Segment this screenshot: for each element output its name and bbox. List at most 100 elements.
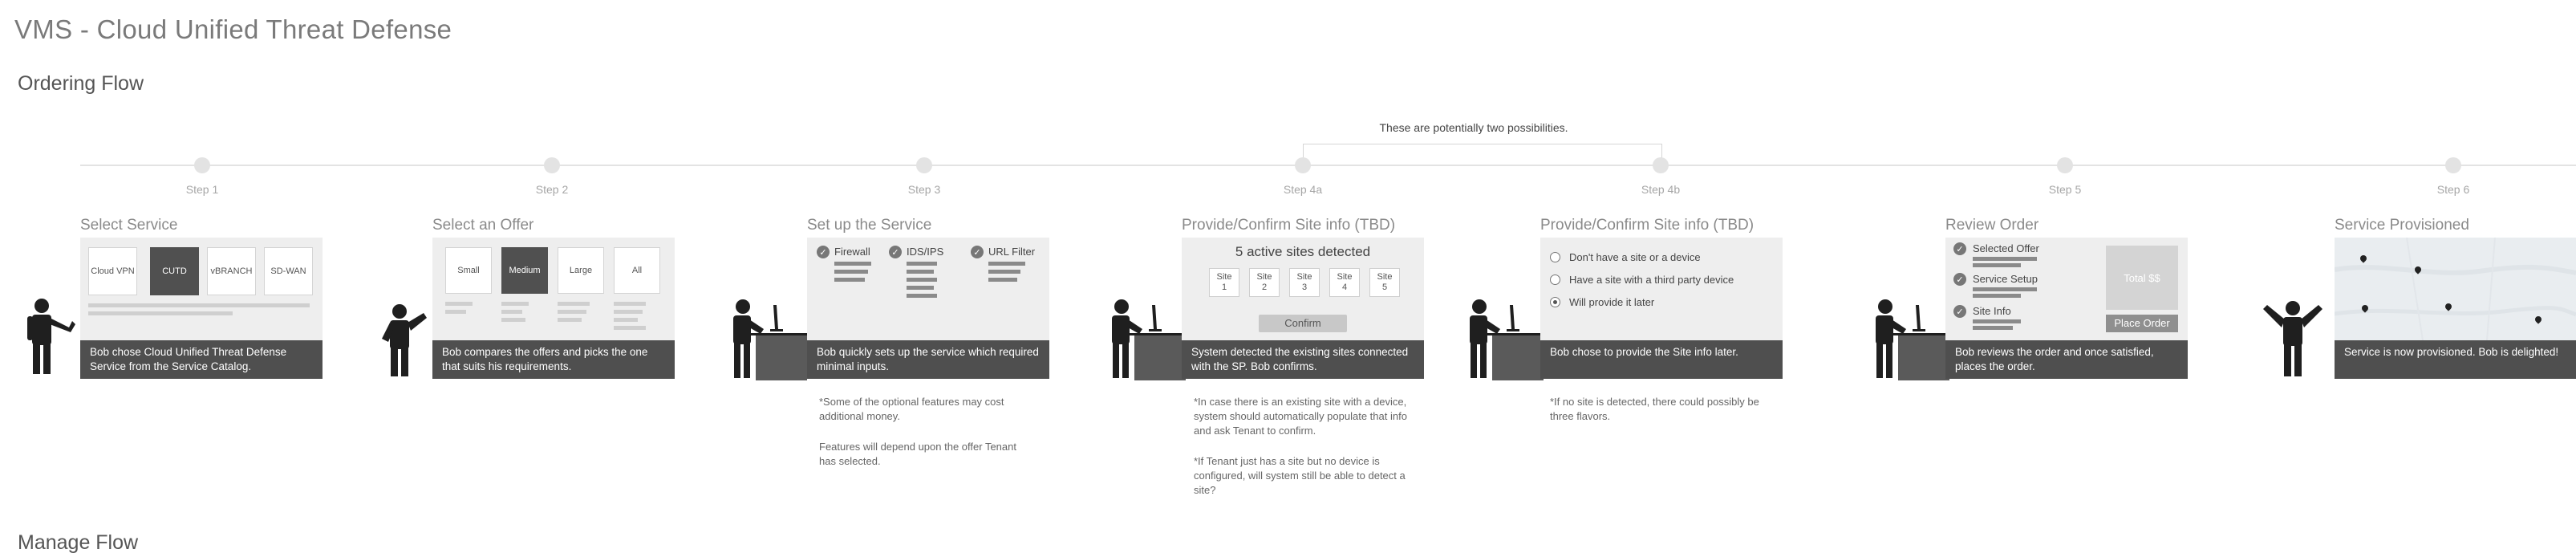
placeholder-bar — [988, 270, 1020, 274]
placeholder-bar — [445, 302, 473, 306]
option-no-site-label: Don't have a site or a device — [1569, 251, 1701, 263]
ordering-flow-title: Ordering Flow — [18, 72, 144, 95]
placeholder-bar — [1973, 257, 2037, 261]
placeholder-bar — [614, 310, 643, 314]
placeholder-bar — [1973, 287, 2037, 291]
offer-tile-all[interactable]: All — [614, 247, 660, 294]
step-5-mockup: ✓ Selected Offer ✓ Service Setup ✓ Site … — [1945, 238, 2188, 340]
timeline-line — [80, 165, 2576, 166]
tile-vbranch[interactable]: vBRANCH — [207, 247, 256, 295]
step-4b-dot[interactable] — [1653, 157, 1669, 173]
placeholder-bar — [1973, 319, 2021, 323]
step-4b-mockup: Don't have a site or a device Have a sit… — [1540, 238, 1783, 340]
step-4a-label: Step 4a — [1283, 183, 1323, 196]
step-3-dot[interactable] — [916, 157, 932, 173]
radio-provide-later-selected[interactable] — [1550, 297, 1560, 307]
placeholder-bar — [558, 318, 582, 322]
step-4b-title: Provide/Confirm Site info (TBD) — [1540, 217, 1755, 234]
step-2-caption: Bob compares the offers and picks the on… — [432, 340, 675, 379]
step-5-label: Step 5 — [2048, 183, 2082, 196]
feature-firewall[interactable]: Firewall — [834, 246, 870, 258]
step-3-note-2: Features will depend upon the offer Tena… — [819, 441, 1016, 467]
order-total-box: Total $$ — [2106, 246, 2178, 310]
review-service-setup[interactable]: Service Setup — [1973, 273, 2038, 285]
option-provide-later-label: Will provide it later — [1569, 296, 1655, 308]
step-4a-dot[interactable] — [1295, 157, 1311, 173]
step-4a-caption: System detected the existing sites conne… — [1182, 340, 1424, 379]
placeholder-bar — [907, 278, 937, 282]
check-icon: ✓ — [971, 246, 984, 258]
step-4b-label: Step 4b — [1641, 183, 1681, 196]
confirm-button[interactable]: Confirm — [1259, 315, 1347, 332]
placeholder-bar — [988, 278, 1017, 282]
offer-tile-large[interactable]: Large — [558, 247, 604, 294]
person-standing-icon — [27, 299, 75, 374]
step-3-mockup: ✓ Firewall ✓ IDS/IPS ✓ URL Filter — [807, 238, 1049, 340]
person-at-desk-icon — [1470, 299, 1544, 380]
step-3-title: Set up the Service — [807, 217, 932, 234]
placeholder-bar — [1973, 326, 2013, 330]
step-1-mockup: Cloud VPN CUTD vBRANCH SD-WAN — [80, 238, 323, 340]
step-1-title: Select Service — [80, 217, 178, 234]
feature-url-filter[interactable]: URL Filter — [988, 246, 1036, 258]
person-thinking-icon — [382, 304, 427, 376]
person-at-desk-icon — [733, 299, 807, 380]
step-2-dot[interactable] — [544, 157, 560, 173]
step-1-caption: Bob chose Cloud Unified Threat Defense S… — [80, 340, 323, 379]
step-1-label: Step 1 — [185, 183, 219, 196]
step-4a-note-2: *If Tenant just has a site but no device… — [1194, 455, 1406, 496]
placeholder-bar — [445, 310, 466, 314]
manage-flow-title: Manage Flow — [18, 531, 139, 554]
review-site-info[interactable]: Site Info — [1973, 305, 2011, 317]
review-selected-offer[interactable]: Selected Offer — [1973, 242, 2039, 254]
step-4a-note-1: *In case there is an existing site with … — [1194, 396, 1407, 437]
placeholder-bar — [614, 326, 646, 330]
placeholder-bar — [907, 262, 937, 266]
placeholder-bar — [834, 278, 865, 282]
feature-ids-ips[interactable]: IDS/IPS — [907, 246, 944, 258]
placeholder-bar — [614, 318, 638, 322]
map-background — [2335, 238, 2576, 340]
offer-tile-medium-selected[interactable]: Medium — [501, 247, 548, 294]
placeholder-bar — [501, 302, 529, 306]
tile-sd-wan[interactable]: SD-WAN — [264, 247, 313, 295]
check-icon: ✓ — [817, 246, 830, 258]
step-2-title: Select an Offer — [432, 217, 534, 234]
placeholder-bar — [558, 310, 586, 314]
placeholder-bar — [834, 270, 868, 274]
possibilities-note: These are potentially two possibilities. — [1379, 121, 1568, 134]
offer-tile-small[interactable]: Small — [445, 247, 492, 294]
check-icon: ✓ — [1953, 273, 1966, 286]
check-icon: ✓ — [889, 246, 902, 258]
step-6-caption: Service is now provisioned. Bob is delig… — [2335, 340, 2576, 379]
tile-cloud-vpn[interactable]: Cloud VPN — [88, 247, 137, 295]
check-icon: ✓ — [1953, 242, 1966, 255]
placeholder-bar — [501, 310, 522, 314]
step-1-dot[interactable] — [194, 157, 210, 173]
possibilities-bracket — [1303, 144, 1662, 165]
place-order-button[interactable]: Place Order — [2106, 315, 2178, 332]
radio-no-site[interactable] — [1550, 252, 1560, 262]
placeholder-bar — [88, 303, 310, 307]
step-4b-caption: Bob chose to provide the Site info later… — [1540, 340, 1783, 379]
placeholder-bar — [907, 294, 937, 298]
step-5-dot[interactable] — [2057, 157, 2073, 173]
placeholder-bar — [1973, 263, 2021, 267]
radio-third-party[interactable] — [1550, 274, 1560, 285]
placeholder-bar — [558, 302, 590, 306]
step-6-title: Service Provisioned — [2335, 217, 2469, 234]
step-2-label: Step 2 — [535, 183, 569, 196]
placeholder-bar — [501, 318, 525, 322]
step-5-caption: Bob reviews the order and once satisfied… — [1945, 340, 2188, 379]
person-celebrating-icon — [2263, 301, 2322, 376]
step-6-dot[interactable] — [2445, 157, 2461, 173]
service-map[interactable] — [2335, 238, 2576, 340]
tile-cutd-selected[interactable]: CUTD — [150, 247, 199, 295]
placeholder-bar — [1973, 294, 2021, 298]
